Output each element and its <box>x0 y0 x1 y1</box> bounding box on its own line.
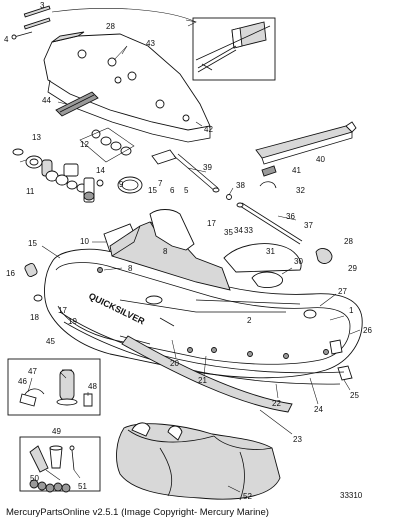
callout: 14 <box>96 166 105 175</box>
callout: 20 <box>170 359 179 368</box>
callout: 13 <box>32 133 41 142</box>
callout: 31 <box>266 247 275 256</box>
callout: 30 <box>294 257 303 266</box>
callout: 50 <box>30 474 39 483</box>
callout: 41 <box>292 166 301 175</box>
part-keel-strip <box>121 335 293 413</box>
callout: 40 <box>316 155 325 164</box>
callout: 12 <box>80 140 89 149</box>
callout: 43 <box>146 39 155 48</box>
part-small-hardware <box>226 165 277 200</box>
callout: 8 <box>128 264 133 273</box>
part-strip <box>55 91 99 117</box>
callout: 35 <box>224 228 233 237</box>
part-valve-components <box>12 127 135 203</box>
callout: 23 <box>293 435 302 444</box>
part-patch <box>117 176 143 194</box>
callout-labels: 3 4 28 43 44 42 13 12 11 14 9 15 39 40 3… <box>4 1 372 501</box>
callout: 38 <box>236 181 245 190</box>
callout-leaders <box>19 45 361 493</box>
kit-box-45 <box>7 358 101 416</box>
callout: 17 <box>58 306 67 315</box>
callout: 51 <box>78 482 87 491</box>
callout: 29 <box>348 264 357 273</box>
callout: 16 <box>6 269 15 278</box>
callout: 2 <box>247 316 252 325</box>
callout: 46 <box>18 377 27 386</box>
callout: 37 <box>304 221 313 230</box>
callout: 47 <box>28 367 37 376</box>
callout: 18 <box>30 313 39 322</box>
callout: 1 <box>349 306 354 315</box>
callout: 24 <box>314 405 323 414</box>
callout: 33 <box>244 226 253 235</box>
part-rods <box>11 5 51 40</box>
kit-box-49 <box>19 436 101 493</box>
callout: 49 <box>52 427 61 436</box>
callout: 34 <box>234 226 243 235</box>
callout: 9 <box>119 180 124 189</box>
callout: 3 <box>40 1 45 10</box>
callout: 44 <box>42 96 51 105</box>
callout: 28 <box>344 237 353 246</box>
part-plugs <box>24 262 43 302</box>
detail-inset <box>192 17 276 81</box>
callout: 8 <box>163 247 168 256</box>
callout: 48 <box>88 382 97 391</box>
callout: 5 <box>184 186 189 195</box>
callout: 10 <box>80 237 89 246</box>
callout: 25 <box>350 391 359 400</box>
callout: 7 <box>158 179 163 188</box>
callout: 42 <box>204 125 213 134</box>
part-storage-bag <box>116 422 281 501</box>
callout: 28 <box>106 22 115 31</box>
part-seat <box>255 121 357 165</box>
callout: 45 <box>46 337 55 346</box>
callout: 11 <box>26 187 35 196</box>
callout: 15 <box>148 186 157 195</box>
callout: 17 <box>207 219 216 228</box>
callout: 52 <box>243 492 252 501</box>
part-floor-board <box>43 31 211 143</box>
part-pole <box>236 202 303 245</box>
callout: 6 <box>170 186 175 195</box>
callout: 27 <box>338 287 347 296</box>
callout: 22 <box>272 399 281 408</box>
part-boat-hull <box>44 209 363 385</box>
figure-number: 33310 <box>340 491 363 500</box>
part-oar <box>151 149 220 193</box>
callout: 26 <box>363 326 372 335</box>
image-credit: MercuryPartsOnline v2.5.1 (Image Copyrig… <box>6 507 269 518</box>
callout: 39 <box>203 163 212 172</box>
callout: 36 <box>286 212 295 221</box>
callout: 21 <box>198 376 207 385</box>
callout: 4 <box>4 35 9 44</box>
callout: 32 <box>296 186 305 195</box>
callout: 15 <box>28 239 37 248</box>
callout: 19 <box>68 317 77 326</box>
